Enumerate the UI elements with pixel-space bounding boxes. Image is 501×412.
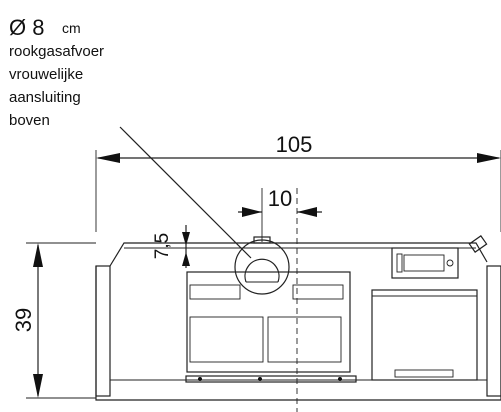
flue-annotation: Ø 8 cm rookgasafvoer vrouwelijke aanslui… bbox=[9, 15, 252, 259]
height-arrow-top bbox=[33, 243, 43, 267]
flue-inner-arc bbox=[244, 258, 280, 283]
collar-arrow-top bbox=[182, 232, 190, 246]
diameter-unit: cm bbox=[62, 20, 81, 36]
window-top-right bbox=[292, 284, 344, 300]
offset-arrow-left bbox=[242, 207, 262, 217]
annotation-line-1: rookgasafvoer bbox=[9, 43, 104, 60]
annotation-line-2: vrouwelijke bbox=[9, 66, 83, 83]
collar-arrow-bottom bbox=[182, 252, 190, 266]
offset-value: 10 bbox=[268, 186, 292, 211]
rail-screw-1 bbox=[198, 377, 202, 381]
flue-collar-top bbox=[253, 236, 271, 244]
width-arrow-left bbox=[96, 153, 120, 163]
stove-top-lid bbox=[109, 242, 488, 267]
offset-arrow-right bbox=[297, 207, 317, 217]
flue-outer-circle bbox=[234, 239, 290, 295]
collar-value: 7,5 bbox=[152, 233, 173, 259]
rail-screw-3 bbox=[338, 377, 342, 381]
collar-dimension: 7,5 bbox=[152, 225, 190, 268]
annotation-line-3: aansluiting bbox=[9, 89, 81, 106]
offset-dimension: 10 bbox=[238, 186, 322, 412]
lid-handle bbox=[468, 235, 488, 253]
annotation-line-4: boven bbox=[9, 112, 50, 129]
fire-chamber bbox=[186, 271, 351, 373]
ash-drawer bbox=[371, 289, 478, 381]
width-value: 105 bbox=[276, 132, 313, 157]
width-dimension: 105 bbox=[95, 132, 501, 232]
window-top-left bbox=[189, 284, 241, 300]
height-dimension: 39 bbox=[11, 242, 96, 399]
right-side-panel bbox=[486, 265, 501, 397]
control-display bbox=[403, 254, 445, 272]
control-knob-right bbox=[446, 259, 454, 267]
height-value: 39 bbox=[11, 308, 36, 332]
width-arrow-right bbox=[477, 153, 501, 163]
control-button-left bbox=[396, 253, 403, 273]
glass-lower-right bbox=[267, 316, 342, 363]
rail-screw-2 bbox=[258, 377, 262, 381]
ash-drawer-handle bbox=[394, 369, 454, 378]
annotation-leader-line bbox=[119, 126, 252, 259]
left-side-panel bbox=[95, 265, 111, 397]
height-arrow-bottom bbox=[33, 374, 43, 398]
control-panel bbox=[391, 247, 459, 279]
glass-lower-left bbox=[189, 316, 264, 363]
stove-body bbox=[95, 235, 501, 401]
bottom-rail bbox=[185, 375, 357, 383]
diameter-label: Ø 8 bbox=[9, 15, 44, 40]
